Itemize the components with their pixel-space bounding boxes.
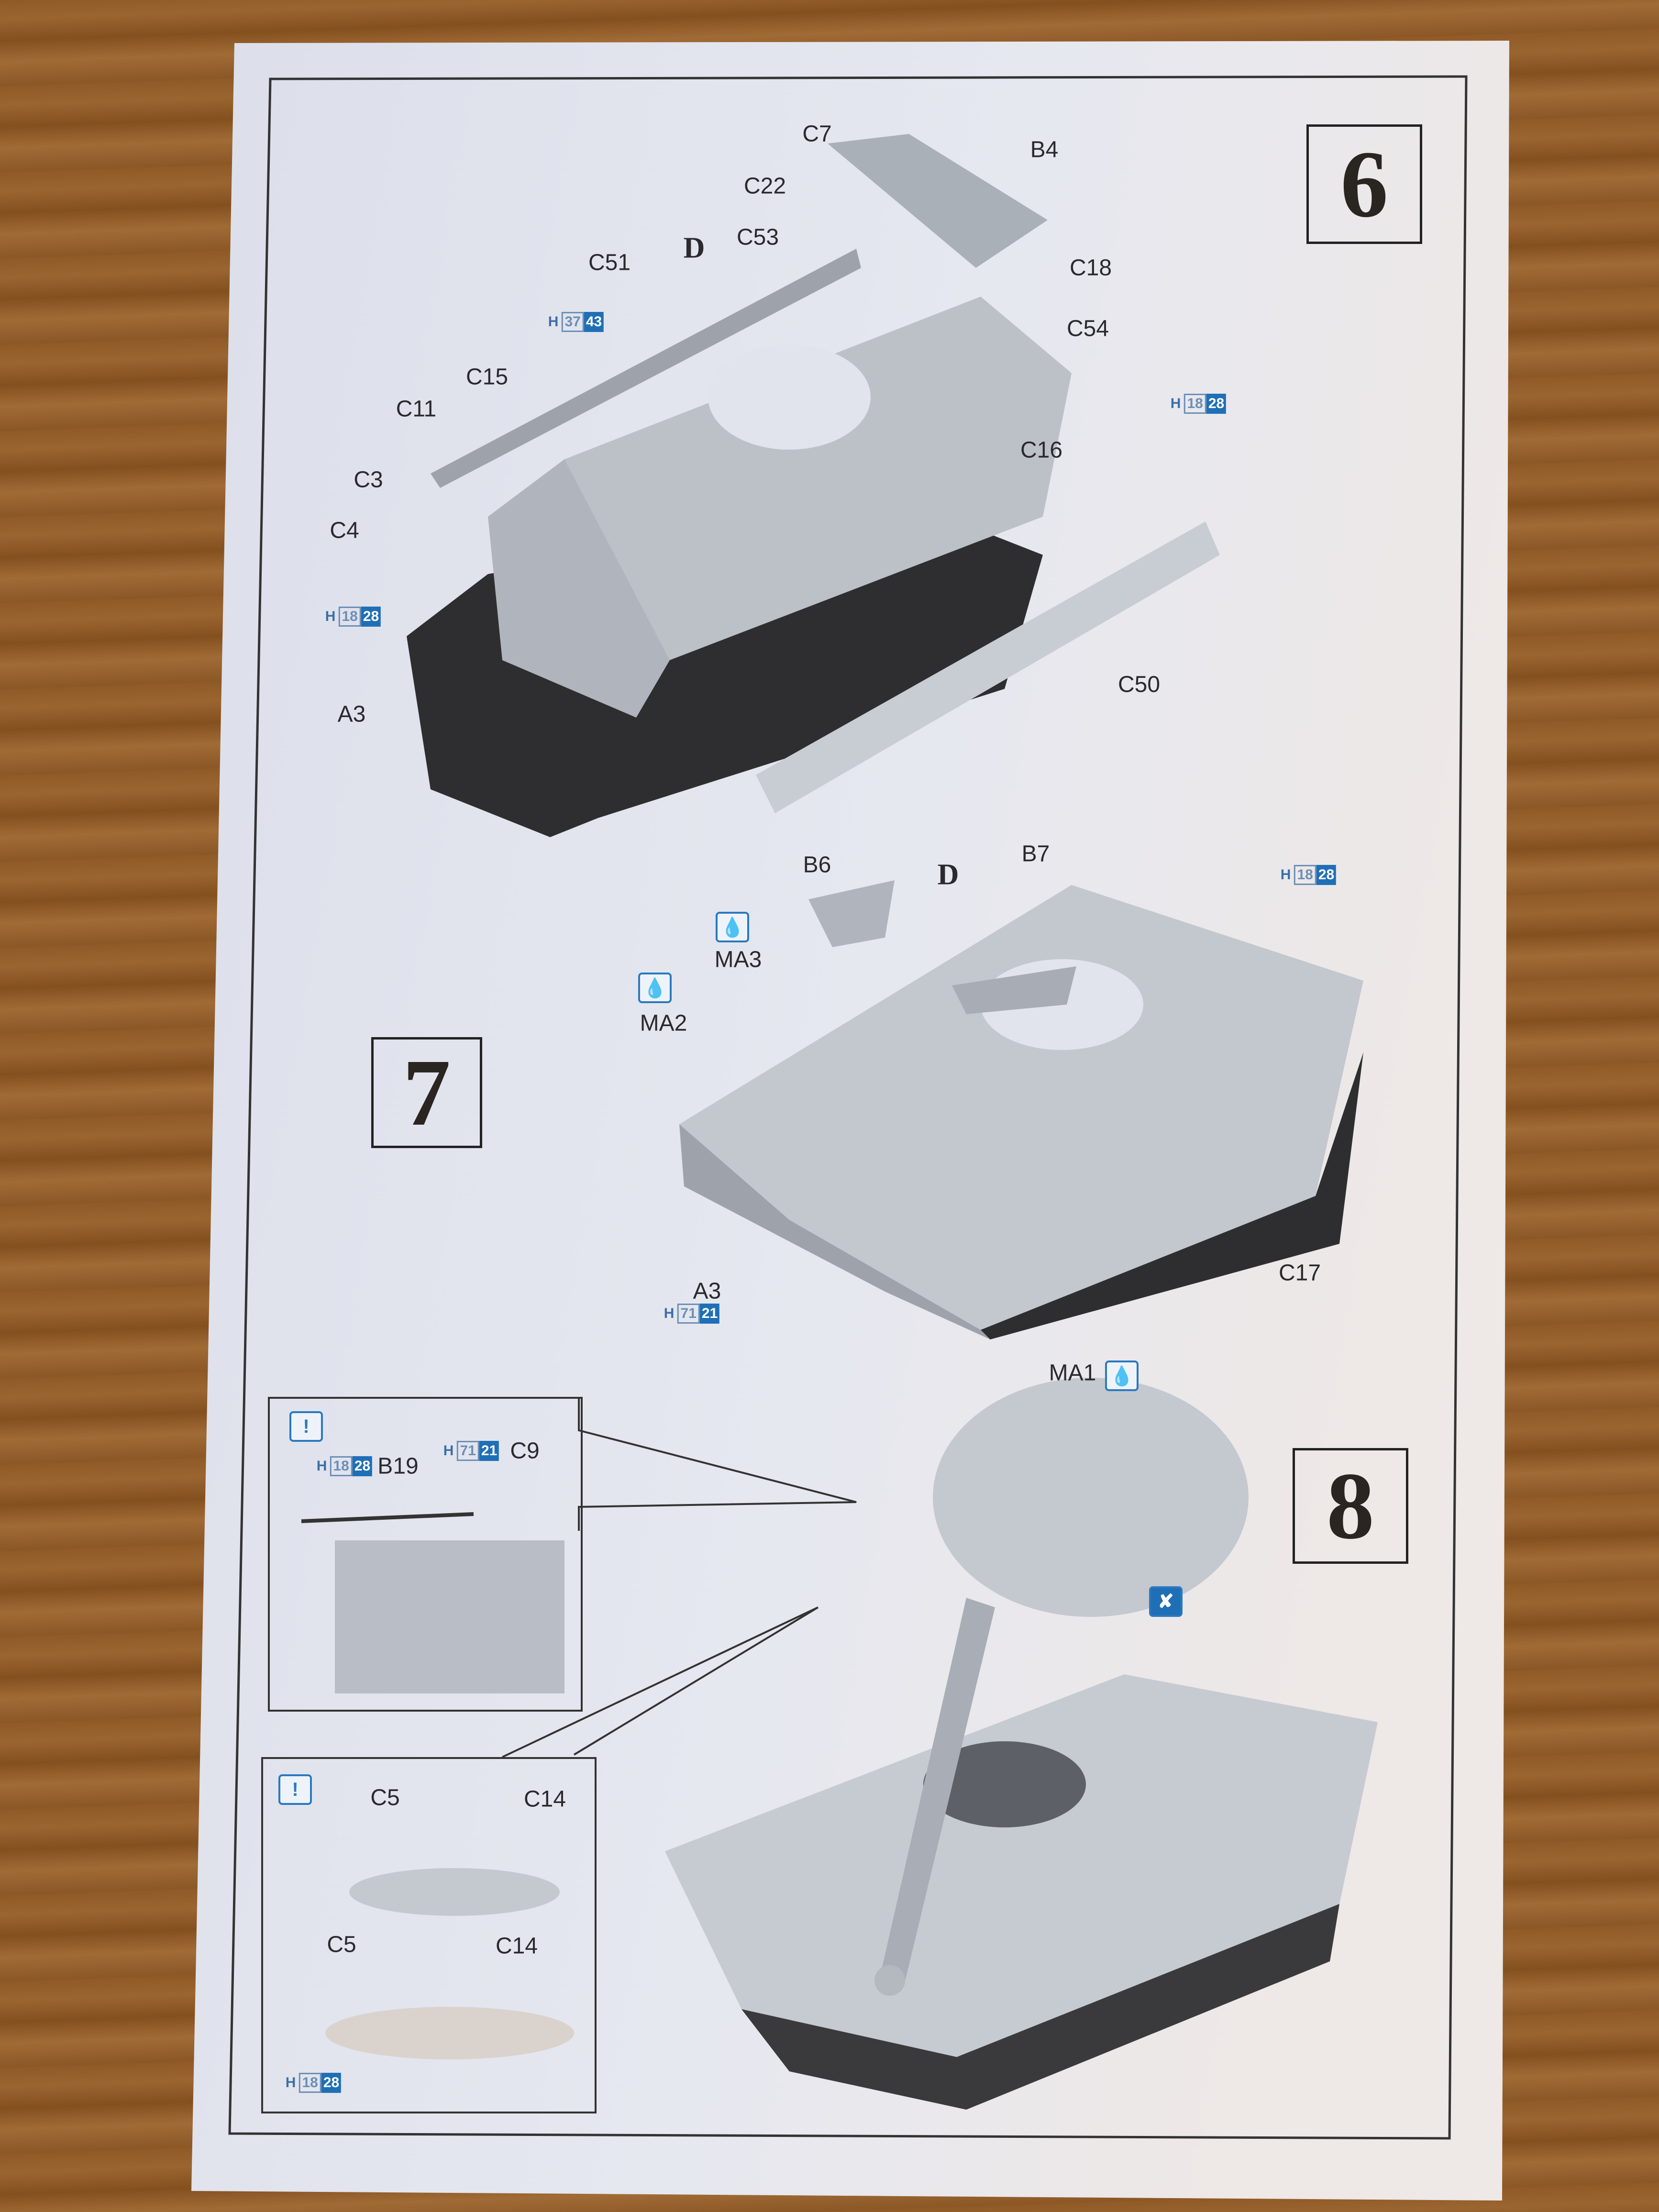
part-label-c14: C14 xyxy=(523,1786,566,1812)
part-label-b7: B7 xyxy=(1021,841,1050,867)
paint-code-1: 18 xyxy=(338,607,361,627)
part-label-c54: C54 xyxy=(1066,316,1109,342)
paint-code-1: 18 xyxy=(1294,865,1316,885)
part-label-c17: C17 xyxy=(1278,1260,1321,1286)
paint-prefix: H xyxy=(664,1305,675,1321)
part-label-c18: C18 xyxy=(1069,255,1112,281)
part-label-d: D xyxy=(937,858,959,891)
inset-pointer-2 xyxy=(502,1606,819,1758)
part-label-a3: A3 xyxy=(337,701,366,727)
inset-pointer-1 xyxy=(578,1397,857,1531)
paint-code-1: 37 xyxy=(561,312,584,332)
paint-code-1: 18 xyxy=(330,1456,353,1476)
paint-prefix: H xyxy=(285,2075,296,2090)
part-label-ma3: MA3 xyxy=(714,947,762,973)
part-label-ma2: MA2 xyxy=(640,1010,687,1036)
attention-icon: ! xyxy=(278,1774,312,1805)
step7-hull-drawing xyxy=(679,880,1363,1339)
part-label-ma1: MA1 xyxy=(1049,1360,1096,1386)
part-label-c7: C7 xyxy=(802,121,832,147)
paint-prefix: H xyxy=(325,608,336,624)
paint-code-2: 21 xyxy=(699,1304,720,1324)
part-label-c53: C53 xyxy=(736,224,779,250)
paint-code-2: 28 xyxy=(321,2073,342,2093)
part-label-c3: C3 xyxy=(354,467,383,493)
part-label-c11: C11 xyxy=(396,396,437,422)
step-7-number: 7 xyxy=(371,1037,482,1148)
paint-prefix: H xyxy=(443,1443,454,1459)
part-label-c9: C9 xyxy=(510,1438,540,1464)
paint-code-2: 28 xyxy=(352,1456,373,1476)
paint-prefix: H xyxy=(316,1458,327,1474)
step8-tank-drawing xyxy=(665,1378,1378,2110)
part-label-c4: C4 xyxy=(330,518,359,543)
paint-code-2: 28 xyxy=(361,607,381,627)
detail-inset-track-links xyxy=(261,1757,597,2113)
paint-code-2: 43 xyxy=(584,312,604,332)
paint-code-1: 18 xyxy=(1183,394,1206,414)
part-label-c15: C15 xyxy=(465,364,509,390)
detail-inset-machine-gun xyxy=(268,1397,583,1712)
attention-icon: ! xyxy=(289,1411,323,1442)
part-label-c14: C14 xyxy=(495,1933,538,1959)
part-label-d: D xyxy=(683,232,705,265)
step6-hull-drawing xyxy=(407,134,1220,837)
part-label-a3: A3 xyxy=(693,1278,721,1304)
part-label-c22: C22 xyxy=(743,173,786,199)
do-not-glue-icon: ✘ xyxy=(1149,1586,1183,1617)
part-label-c5: C5 xyxy=(327,1932,356,1958)
paint-prefix: H xyxy=(1280,867,1291,883)
paint-code-1: 71 xyxy=(456,1441,479,1461)
page-border xyxy=(228,75,1468,2140)
part-label-c51: C51 xyxy=(588,250,631,276)
step-8-number: 8 xyxy=(1293,1448,1408,1564)
paint-code-2: 21 xyxy=(479,1441,499,1461)
paint-prefix: H xyxy=(548,314,559,330)
paint-code-1: 18 xyxy=(299,2073,321,2093)
part-label-c5: C5 xyxy=(370,1785,400,1811)
part-label-b4: B4 xyxy=(1030,137,1059,163)
paint-code-2: 28 xyxy=(1206,394,1227,414)
part-label-b19: B19 xyxy=(377,1453,419,1479)
paint-code-2: 28 xyxy=(1316,865,1337,885)
paint-prefix: H xyxy=(1170,396,1181,411)
part-label-c50: C50 xyxy=(1117,672,1161,697)
part-label-b6: B6 xyxy=(803,852,831,878)
decal-icon: 💧 xyxy=(638,973,672,1003)
decal-icon: 💧 xyxy=(716,912,749,942)
paint-code-1: 71 xyxy=(677,1304,700,1324)
step-6-number: 6 xyxy=(1306,124,1422,244)
decal-icon: 💧 xyxy=(1105,1360,1139,1391)
part-label-c16: C16 xyxy=(1020,437,1063,463)
